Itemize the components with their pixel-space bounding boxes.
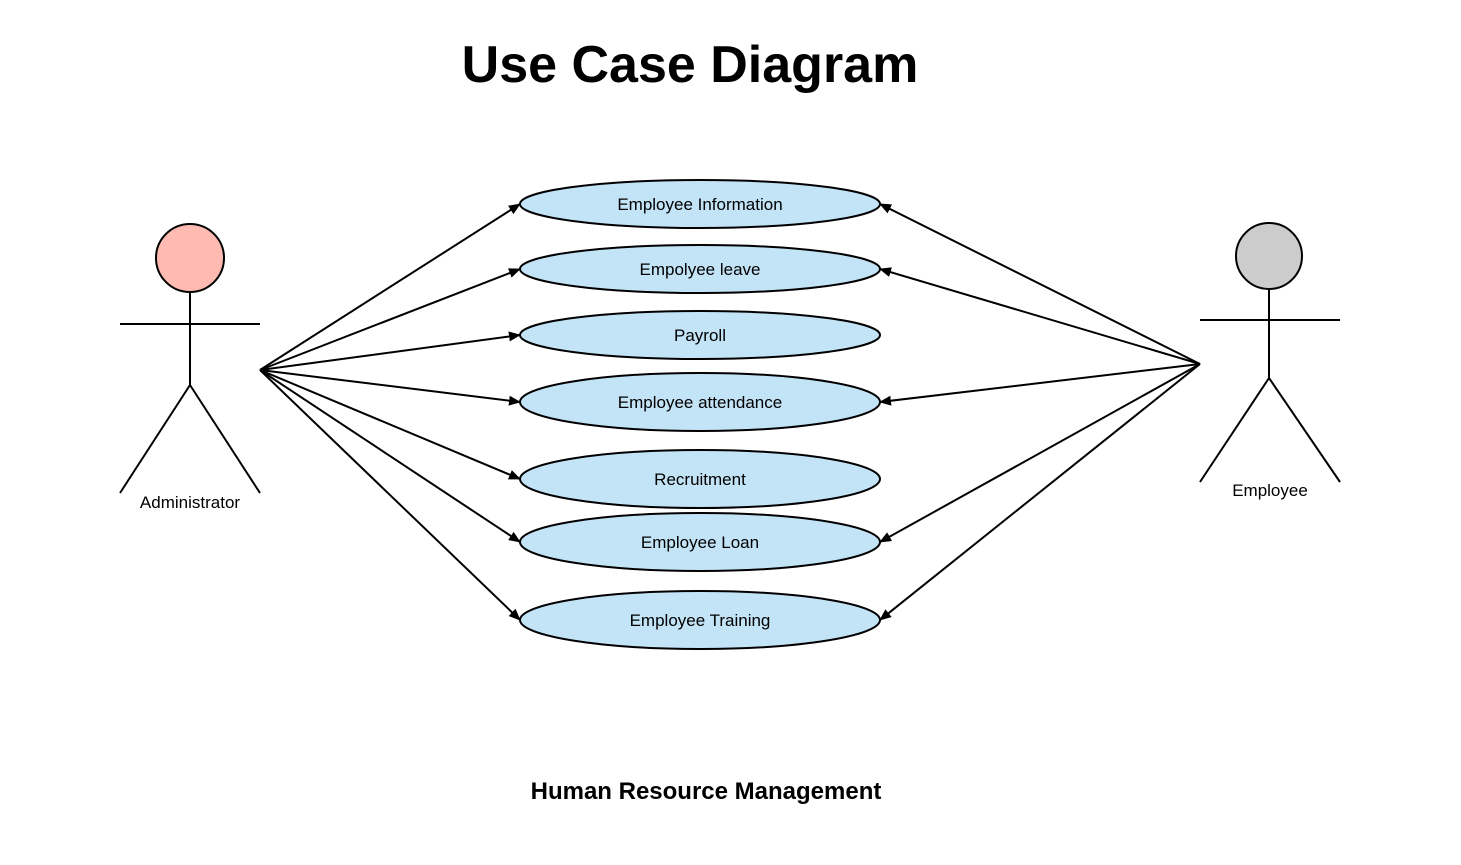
- actor-employee[interactable]: Employee: [1199, 222, 1341, 500]
- usecase-ellipse: [519, 590, 881, 650]
- actor-left-leg: [1199, 377, 1270, 483]
- usecase-ellipse: [519, 310, 881, 360]
- actor-left-leg: [119, 384, 191, 494]
- usecase-ellipse: [519, 512, 881, 572]
- association-administrator-to-employee-information: [259, 203, 521, 371]
- usecase-payroll[interactable]: Payroll: [519, 310, 881, 360]
- actor-administrator[interactable]: Administrator: [119, 223, 261, 512]
- association-layer: [259, 203, 1201, 621]
- usecase-label: Employee Training: [630, 611, 771, 630]
- usecase-ellipse: [519, 449, 881, 509]
- diagram-title: Use Case Diagram: [462, 36, 919, 94]
- usecase-label: Employee Loan: [641, 533, 759, 552]
- usecase-recruitment[interactable]: Recruitment: [519, 449, 881, 509]
- association-administrator-to-employee-loan: [259, 369, 521, 543]
- usecase-label: Employee attendance: [618, 393, 782, 412]
- usecase-employee-attendance[interactable]: Employee attendance: [519, 372, 881, 432]
- usecase-label: Employee Information: [617, 195, 782, 214]
- association-administrator-to-employee-leave: [259, 268, 521, 371]
- association-administrator-to-employee-attendance: [259, 369, 521, 406]
- association-employee-to-employee-loan: [879, 363, 1201, 543]
- usecase-employee-information[interactable]: Employee Information: [519, 179, 881, 229]
- association-employee-to-employee-attendance: [879, 363, 1201, 406]
- association-employee-to-employee-information: [879, 203, 1201, 365]
- usecase-label: Empolyee leave: [640, 260, 761, 279]
- usecase-ellipse: [519, 179, 881, 229]
- association-administrator-to-payroll: [259, 331, 521, 371]
- usecase-employee-training[interactable]: Employee Training: [519, 590, 881, 650]
- actor-head: [1235, 222, 1303, 290]
- actor-right-leg: [189, 384, 261, 494]
- usecase-employee-leave[interactable]: Empolyee leave: [519, 244, 881, 294]
- usecase-label: Recruitment: [654, 470, 746, 489]
- association-administrator-to-employee-training: [259, 369, 521, 621]
- actor-label-administrator: Administrator: [140, 493, 240, 512]
- association-administrator-to-recruitment: [259, 369, 521, 480]
- actor-head: [155, 223, 225, 293]
- usecase-employee-loan[interactable]: Employee Loan: [519, 512, 881, 572]
- usecase-ellipse: [519, 372, 881, 432]
- diagram-subtitle: Human Resource Management: [531, 778, 882, 805]
- actor-label-employee: Employee: [1232, 481, 1308, 500]
- actor-right-leg: [1268, 377, 1341, 483]
- usecase-ellipse: [519, 244, 881, 294]
- usecase-label: Payroll: [674, 326, 726, 345]
- association-employee-to-employee-training: [879, 363, 1201, 621]
- association-employee-to-employee-leave: [879, 267, 1201, 365]
